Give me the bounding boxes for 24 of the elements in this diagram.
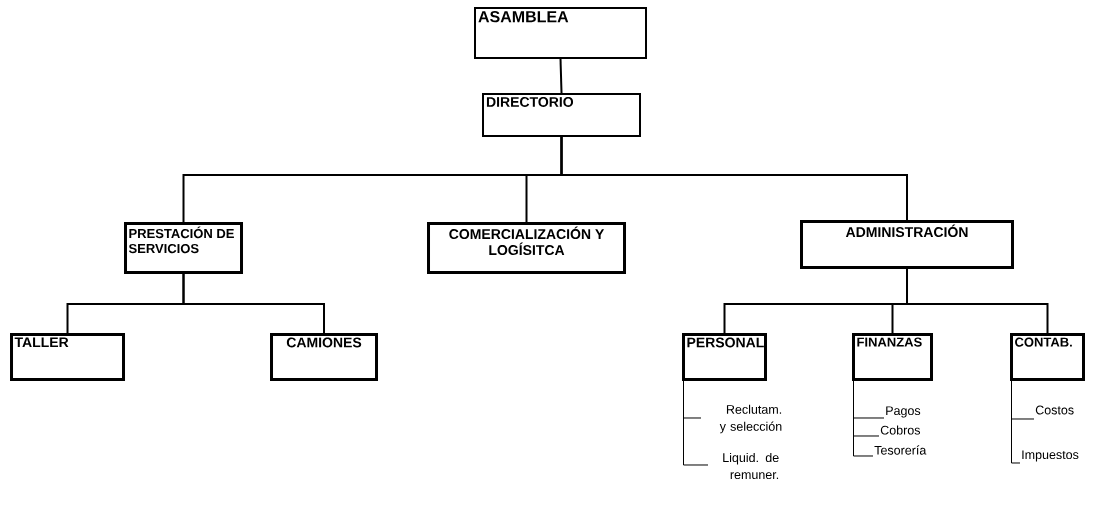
org-box: PRESTACIÓN DE SERVICIOS <box>124 222 243 274</box>
bracket-line <box>1011 380 1021 464</box>
org-box: TALLER <box>10 333 125 381</box>
org-box: PERSONAL <box>682 333 767 381</box>
bracket-line <box>683 380 709 466</box>
org-box: ADMINISTRACIÓN <box>800 220 1014 269</box>
org-box: ASAMBLEA <box>474 7 647 59</box>
sub-item-text: Pagos <box>886 406 921 418</box>
sub-item-text: Tesorería <box>874 445 927 455</box>
org-box: COMERCIALIZACIÓN Y LOGÍSITCA <box>427 222 626 274</box>
connector-line <box>560 136 908 221</box>
org-box: FINANZAS <box>852 333 933 381</box>
sub-item-text: Impuestos <box>1022 450 1079 462</box>
bracket-line <box>853 380 874 457</box>
org-box: CONTAB. <box>1010 333 1085 381</box>
sub-item-text: Cobros <box>880 425 921 435</box>
connector-line <box>906 268 1049 334</box>
org-box: DIRECTORIO <box>482 93 641 137</box>
sub-item-text: Reclutam. y selección <box>719 404 782 434</box>
connector-line <box>182 273 325 334</box>
connector-line <box>559 58 563 94</box>
org-box: CAMIONES <box>270 333 378 381</box>
sub-item-text: Liquid. de remuner. <box>723 452 779 480</box>
sub-item-text: Costos <box>1035 405 1074 415</box>
